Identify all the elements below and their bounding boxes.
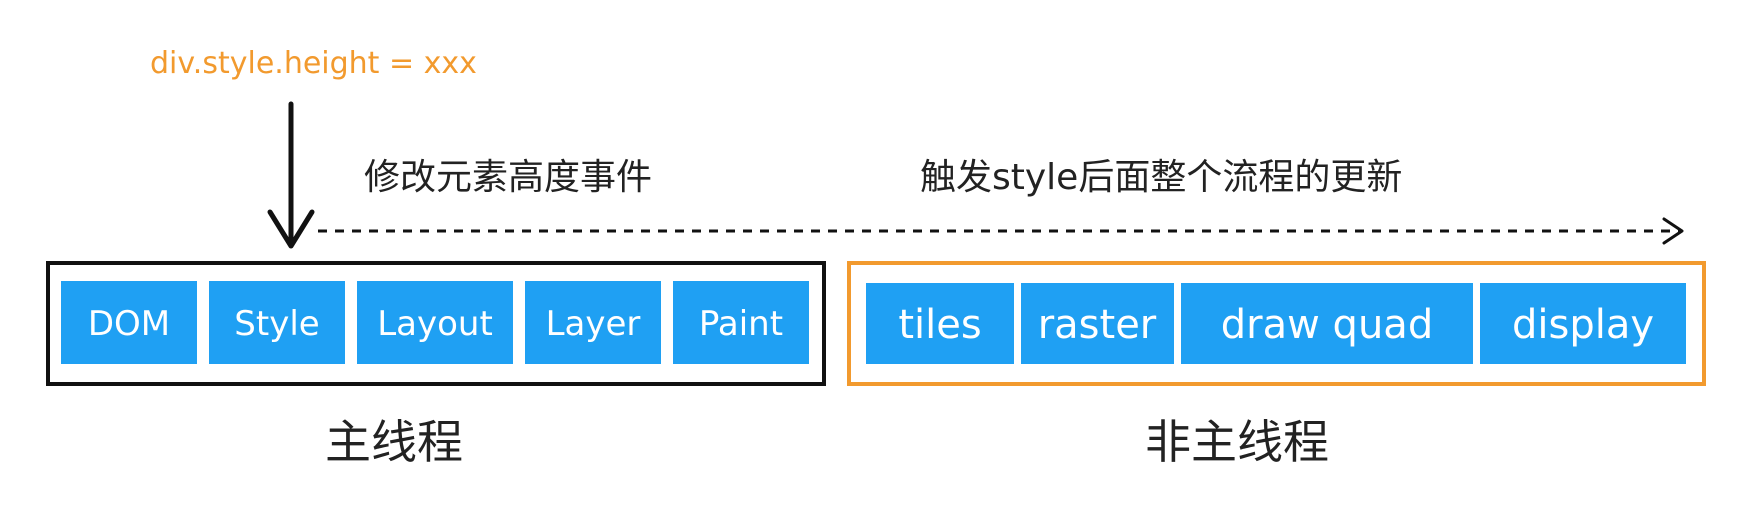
stage-label: raster (1038, 302, 1157, 348)
main-thread-stage-Layout: Layout (357, 281, 513, 364)
trigger-code: div.style.height = xxx (150, 46, 477, 81)
other-thread-stage-raster: raster (1021, 283, 1174, 364)
main-thread-label: 主线程 (325, 415, 463, 469)
stage-label: DOM (88, 304, 170, 344)
stage-label: draw quad (1221, 302, 1433, 348)
stage-label: display (1512, 302, 1654, 348)
main-thread-border (46, 261, 826, 386)
main-thread-group: DOM Style Layout Layer Paint (46, 261, 826, 386)
other-thread-stage-display: display (1480, 283, 1686, 364)
stage-label: Paint (699, 304, 783, 344)
dashed-right-arrow-icon (318, 217, 1684, 245)
modify-event-note: 修改元素高度事件 (364, 157, 652, 198)
other-thread-border (847, 261, 1706, 386)
stage-label: Layer (546, 304, 641, 344)
main-thread-stage-Style: Style (209, 281, 345, 364)
stage-label: tiles (898, 302, 981, 348)
stage-label: Layout (377, 304, 493, 344)
trigger-update-note: 触发style后面整个流程的更新 (920, 157, 1402, 198)
main-thread-stage-DOM: DOM (61, 281, 197, 364)
main-thread-stage-Layer: Layer (525, 281, 661, 364)
other-thread-group: tiles raster draw quad display (847, 261, 1706, 386)
down-arrow-icon (267, 101, 315, 249)
other-thread-stage-draw-quad: draw quad (1181, 283, 1473, 364)
main-thread-stage-Paint: Paint (673, 281, 809, 364)
other-thread-label: 非主线程 (1145, 415, 1329, 469)
stage-label: Style (234, 304, 319, 344)
other-thread-stage-tiles: tiles (866, 283, 1014, 364)
